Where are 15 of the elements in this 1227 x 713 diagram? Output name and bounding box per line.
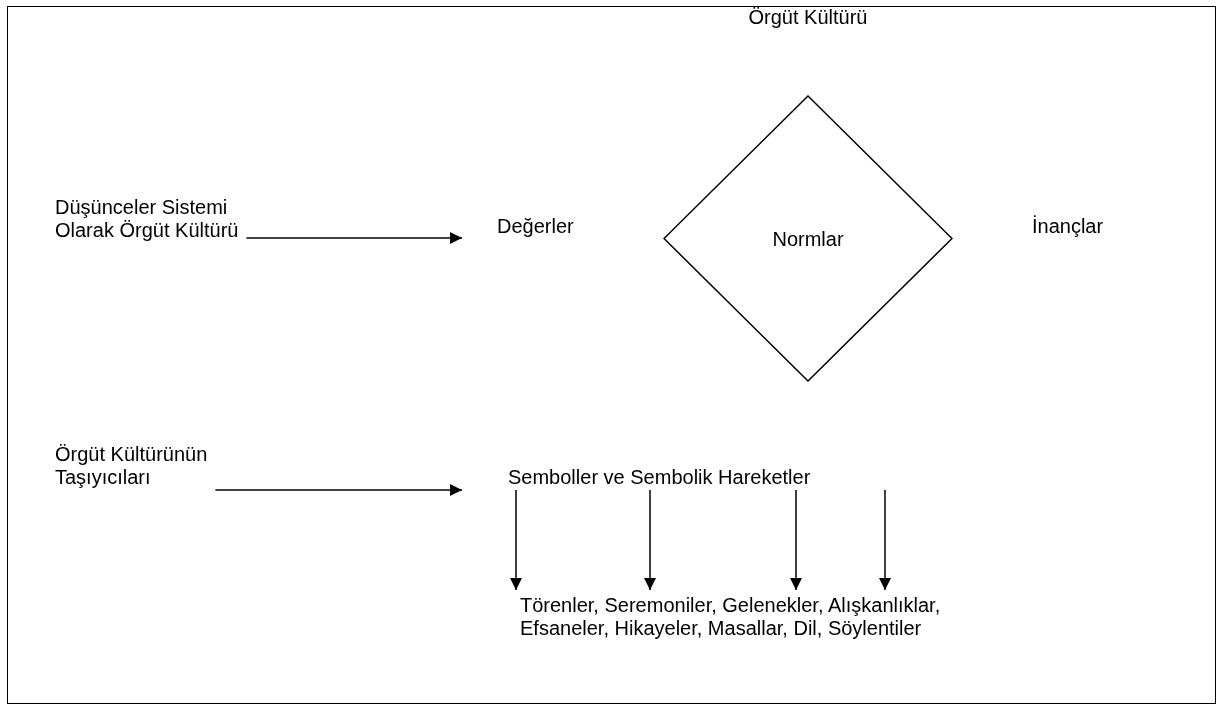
arrow xyxy=(245,232,463,244)
arrow xyxy=(214,484,463,496)
node-text: Semboller ve Sembolik Hareketler xyxy=(508,466,898,490)
node-text: Örgüt Kültürünün Taşıyıcıları xyxy=(55,443,285,491)
node-text: Değerler xyxy=(497,215,592,241)
arrow xyxy=(790,489,802,591)
arrow xyxy=(879,489,891,591)
text-label: İnançlar xyxy=(1032,215,1104,238)
node-text: Düşünceler Sistemi Olarak Örgüt Kültürü xyxy=(55,196,285,244)
arrow xyxy=(510,489,522,591)
node-label: Normlar xyxy=(771,227,845,251)
decision-diamond xyxy=(663,95,953,382)
text-label: Örgüt Kültürü xyxy=(748,6,868,29)
arrow xyxy=(644,489,656,591)
node-text: Törenler, Seremoniler, Gelenekler, Alışkanlıklar, Efsaneler, Hikayeler, Masallar, Dil, Söylentiler xyxy=(520,594,990,642)
